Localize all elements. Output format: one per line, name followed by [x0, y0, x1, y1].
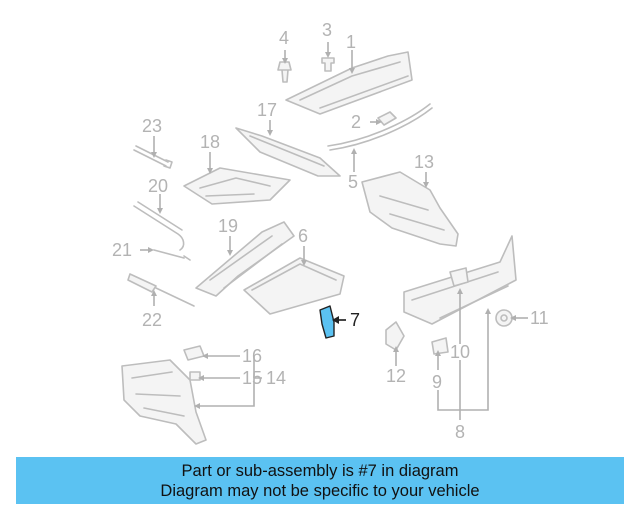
callout-17: 17 [257, 100, 277, 120]
part-1-package-tray [285, 51, 413, 115]
callout-1: 1 [346, 32, 356, 52]
callout-11: 11 [530, 308, 549, 328]
callout-numbers: 4 3 1 17 2 23 18 13 5 20 19 6 21 22 7 11… [112, 20, 549, 442]
callout-3: 3 [322, 20, 332, 40]
part-19-jack [195, 221, 295, 297]
part-15-nut [189, 371, 201, 381]
callout-19: 19 [218, 216, 238, 236]
part-17-trim-panel [235, 127, 341, 177]
callout-6: 6 [298, 226, 308, 246]
callout-14: 14 [266, 368, 286, 388]
part-9-clip [431, 337, 449, 355]
leader-lines [140, 42, 528, 420]
part-5-weatherstrip [327, 103, 433, 151]
part-18-tool-tray [183, 167, 291, 205]
callout-10: 10 [450, 342, 470, 362]
info-line-disclaimer: Diagram may not be specific to your vehi… [160, 482, 480, 500]
part-6-floor-mat [243, 257, 345, 315]
part-3-screw [321, 57, 335, 72]
part-20-lug-wrench [133, 201, 185, 251]
info-line-part-number: Part or sub-assembly is #7 in diagram [181, 462, 459, 480]
callout-15: 15 [242, 368, 262, 388]
callout-2: 2 [351, 112, 361, 132]
part-16-bracket [183, 345, 205, 361]
callout-22: 22 [142, 310, 162, 330]
callout-12: 12 [386, 366, 406, 386]
part-22-screwdriver [127, 273, 195, 307]
part-21-rod [153, 249, 191, 261]
callout-8: 8 [455, 422, 465, 442]
info-banner: Part or sub-assembly is #7 in diagram Di… [16, 457, 624, 504]
callout-5: 5 [348, 172, 358, 192]
callout-18: 18 [200, 132, 220, 152]
callout-7: 7 [350, 310, 360, 330]
part-2-clip [377, 111, 397, 126]
part-11-grommet [495, 309, 513, 327]
callout-9: 9 [432, 372, 442, 392]
part-13-side-trim [361, 171, 459, 247]
parts-diagram: 4 3 1 17 2 23 18 13 5 20 19 6 21 22 7 11… [112, 20, 549, 445]
callout-4: 4 [279, 28, 289, 48]
callout-23: 23 [142, 116, 162, 136]
part-4-clip [277, 61, 292, 83]
callout-20: 20 [148, 176, 168, 196]
part-23-wrench [133, 145, 173, 169]
callout-13: 13 [414, 152, 434, 172]
part-10-clip [449, 267, 469, 287]
callout-16: 16 [242, 346, 262, 366]
part-14-side-panel [121, 359, 207, 445]
part-12-bracket [385, 321, 405, 351]
callout-21: 21 [112, 240, 132, 260]
part-7-bracket [319, 305, 335, 339]
